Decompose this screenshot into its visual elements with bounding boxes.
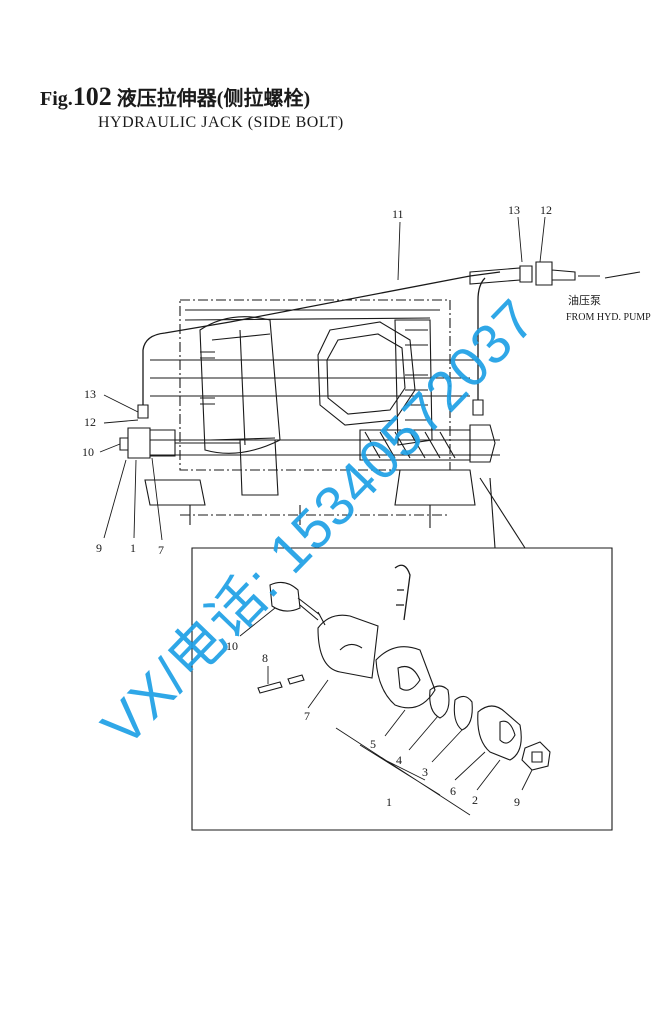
callout-4: 4 — [396, 753, 402, 767]
callout-12-top: 12 — [540, 203, 552, 217]
piston-part — [375, 646, 436, 709]
base-feet — [144, 439, 476, 506]
base-studs — [189, 505, 431, 528]
hose-line — [142, 271, 501, 405]
callout-1-left: 1 — [130, 541, 136, 555]
callout-1-detail: 1 — [386, 795, 392, 809]
callout-9-left: 9 — [96, 541, 102, 555]
right-block — [394, 319, 433, 446]
left-housing-inner — [209, 329, 276, 446]
bushing-part — [477, 705, 522, 761]
octagon-window-inner — [326, 333, 406, 415]
frame-top — [184, 309, 440, 321]
callout-8: 8 — [262, 651, 268, 665]
bolt-cluster — [200, 351, 215, 405]
upper-assembly — [119, 261, 641, 549]
figure-subtitle: HYDRAULIC JACK (SIDE BOLT) — [98, 114, 344, 131]
hose-fitting-right — [472, 399, 484, 416]
callout-13-top: 13 — [508, 203, 520, 217]
figure-prefix: Fig. — [40, 88, 73, 110]
hose-right-drop — [477, 277, 486, 400]
callout-13-left: 13 — [84, 387, 96, 401]
left-jack — [119, 427, 176, 459]
callout-5: 5 — [370, 737, 376, 751]
callout-6: 6 — [450, 784, 456, 798]
rail-lines — [150, 359, 500, 456]
octagon-window — [317, 321, 416, 426]
callout-11: 11 — [392, 207, 404, 221]
figure-number: 102 — [72, 82, 112, 111]
callout-12-left: 12 — [84, 415, 96, 429]
stud-part — [269, 581, 326, 626]
callout-7-detail: 7 — [304, 709, 310, 723]
leader-lines — [239, 607, 533, 816]
pump-label-cn: 油压泵 — [568, 293, 601, 307]
ring-part-4 — [429, 685, 450, 719]
figure-title: Fig.102 液压拉伸器(侧拉螺栓) — [40, 82, 310, 112]
nut-part — [521, 741, 551, 771]
callout-3: 3 — [422, 765, 428, 779]
callout-2: 2 — [472, 793, 478, 807]
callout-10-detail: 10 — [226, 639, 238, 653]
callout-10-left: 10 — [82, 445, 94, 459]
pin-part — [257, 674, 305, 694]
callout-7-left: 7 — [158, 543, 164, 557]
coupling — [469, 261, 576, 286]
detail-leader-2 — [489, 477, 496, 549]
pump-label-en: FROM HYD. PUMP — [566, 312, 651, 323]
detail-box — [191, 547, 613, 831]
ring-part-3 — [453, 695, 473, 731]
figure-title-chinese: 液压拉伸器(侧拉螺栓) — [116, 88, 311, 110]
callout-labels: 11 13 12 油压泵 FROM HYD. PUMP 13 12 10 9 1… — [82, 203, 651, 809]
callout-9-detail: 9 — [514, 795, 520, 809]
pump-line — [578, 271, 641, 279]
detail-leader — [479, 477, 526, 549]
leader-lines-upper — [99, 216, 546, 541]
cylinder-part — [317, 614, 379, 679]
fitting-hose — [394, 564, 411, 621]
hose-fitting-left — [137, 404, 149, 419]
detail-view — [99, 216, 613, 831]
right-jack-nut — [469, 424, 496, 463]
